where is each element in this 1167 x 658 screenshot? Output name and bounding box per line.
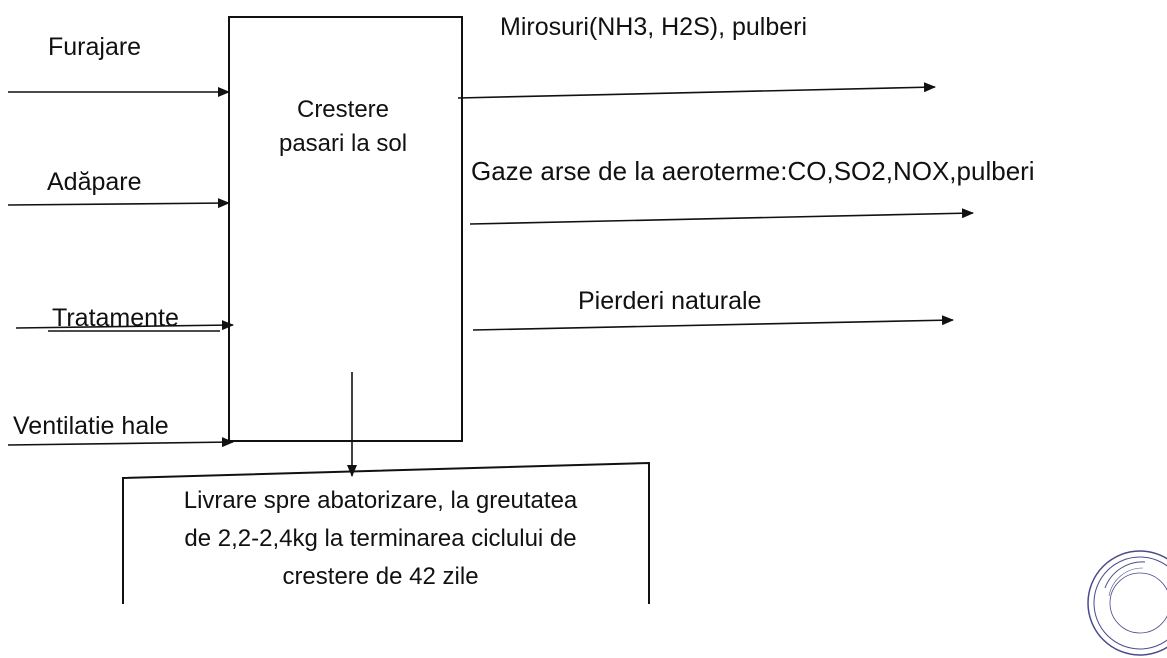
input-arrow-adapare	[7, 198, 230, 209]
stamp-seal	[1087, 550, 1167, 656]
output-label-mirosuri: Mirosuri(NH3, H2S), pulberi	[500, 13, 808, 41]
output-label-pierderi: Pierderi naturale	[578, 287, 762, 315]
output-arrow-pierderi	[472, 315, 954, 331]
output-arrow-mirosuri	[457, 82, 936, 99]
output-arrow-gaze-arse	[469, 208, 974, 225]
output-label-gaze-arse: Gaze arse de la aeroterme:CO,SO2,NOX,pul…	[471, 156, 1035, 186]
input-label-furajare: Furajare	[48, 33, 142, 61]
input-arrow-tratamente	[15, 320, 234, 331]
delivery-box	[122, 461, 650, 604]
input-label-tratamente: Tratamente	[52, 304, 179, 332]
delivery-line2: de 2,2-2,4kg la terminarea ciclului de	[184, 525, 577, 552]
process-box-label: Crestere pasari la sol	[258, 93, 428, 161]
delivery-box-text: Livrare spre abatorizare, la greutatea d…	[123, 482, 638, 596]
delivery-line3: crestere de 42 zile	[282, 563, 479, 590]
process-label-line2: pasari la sol	[278, 130, 408, 157]
process-box	[228, 16, 463, 442]
process-label-line1: Crestere	[296, 96, 390, 123]
input-label-adapare: Adăpare	[47, 168, 142, 196]
input-arrow-ventilatie	[7, 437, 234, 448]
delivery-line1: Livrare spre abatorizare, la greutatea	[183, 487, 578, 514]
flow-diagram	[7, 16, 974, 604]
input-label-ventilatie: Ventilatie hale	[13, 412, 169, 440]
